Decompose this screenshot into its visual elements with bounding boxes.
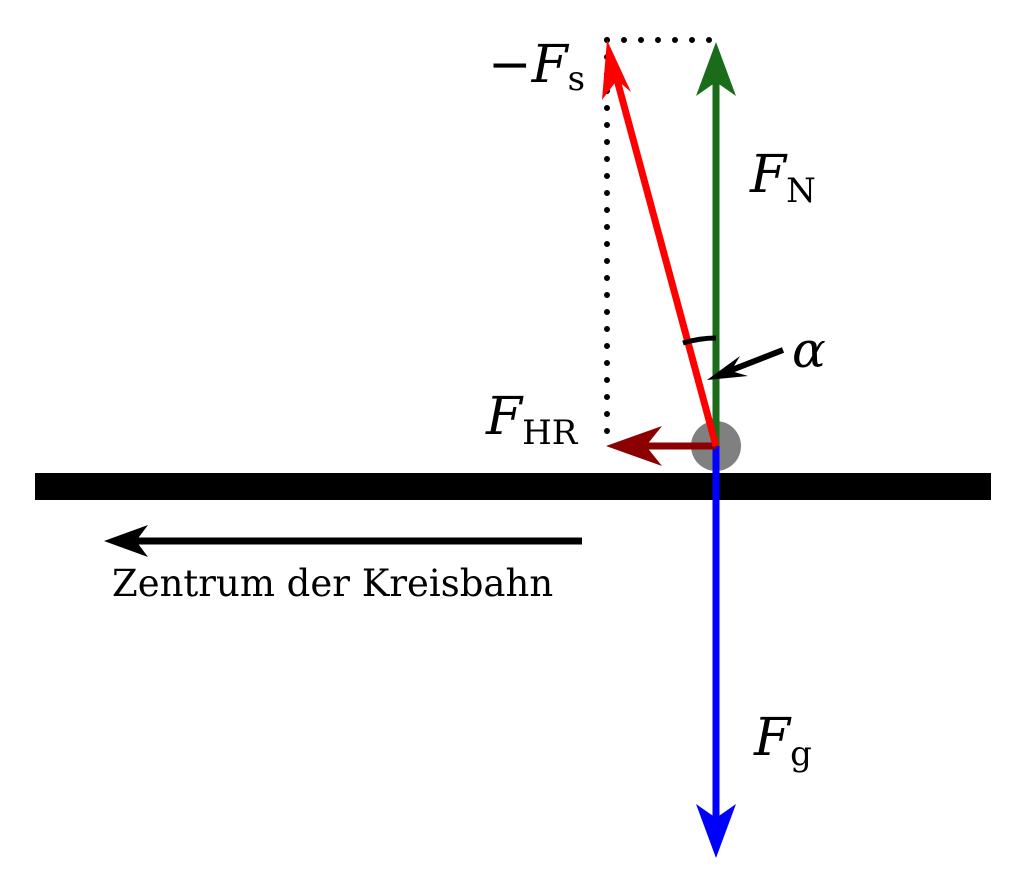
fhr-label-main: F: [485, 387, 524, 447]
fg-label-sub: g: [790, 734, 812, 774]
fs-arrow-head: [602, 40, 631, 100]
center-label: Zentrum der Kreisbahn: [112, 562, 553, 605]
fn-label-main: F: [749, 145, 788, 205]
fhr-arrow-head: [606, 426, 662, 466]
fg-label: Fg: [753, 708, 812, 774]
fhr-label-sub: HR: [522, 413, 579, 453]
fs-arrow-shaft: [612, 75, 720, 447]
fs-label-sub: s: [568, 59, 585, 99]
fn-arrow-head: [696, 42, 736, 96]
ground-surface: [35, 473, 991, 500]
alpha-label: α: [792, 321, 826, 379]
fg-label-main: F: [753, 708, 792, 768]
fhr-label: FHR: [485, 387, 579, 453]
fg-arrow-head: [696, 804, 736, 858]
fs-label-sign: −: [488, 35, 532, 95]
fs-label-main: F: [531, 35, 570, 95]
fn-label: FN: [749, 145, 816, 211]
fn-label-sub: N: [786, 171, 816, 211]
center-arrow-head: [104, 525, 148, 557]
alpha-pointer-head: [707, 356, 748, 380]
alpha-pointer-shaft: [722, 347, 785, 376]
fs-label: −Fs: [488, 35, 585, 99]
alpha-arc: [682, 335, 717, 346]
